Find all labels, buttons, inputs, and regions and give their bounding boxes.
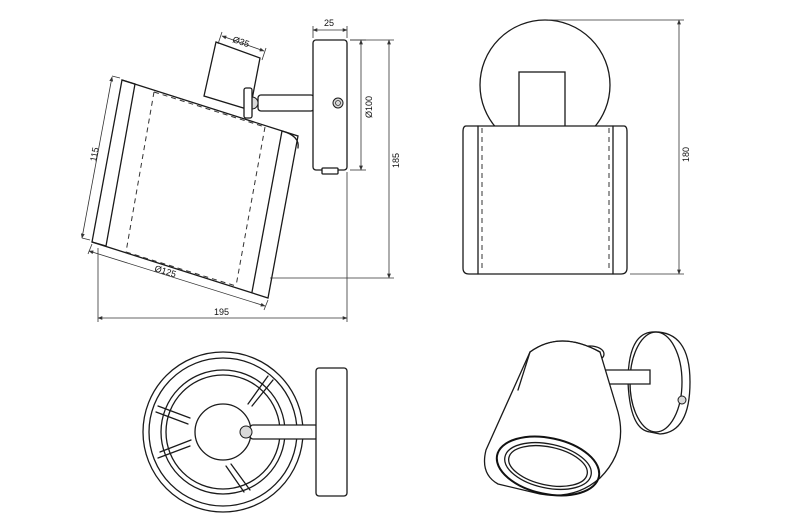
arm-side — [243, 87, 315, 119]
shade-side — [91, 79, 299, 299]
shade-spokes — [155, 375, 274, 493]
wall-plate-top — [315, 367, 348, 497]
label-total-height: 185 — [391, 153, 401, 168]
shade-front — [462, 125, 628, 275]
dim-front-height: 180 — [548, 19, 691, 275]
label-front-height: 180 — [681, 147, 691, 162]
front-view: 180 — [462, 19, 691, 275]
top-view — [142, 351, 348, 513]
label-plate-depth: 25 — [324, 18, 334, 28]
dim-plate-diameter: Ø100 — [350, 39, 374, 171]
label-shade-height: 115 — [88, 146, 101, 162]
side-view: Ø35 25 115 Ø100 185 — [80, 18, 401, 322]
dim-total-height: 185 — [270, 39, 401, 279]
label-total-depth: 195 — [214, 307, 229, 317]
dim-total-depth: 195 — [97, 172, 348, 322]
dim-plate-depth: 25 — [312, 18, 348, 38]
perspective-view — [483, 331, 691, 497]
label-plate-diameter: Ø100 — [364, 96, 374, 118]
shade-3d — [483, 340, 622, 497]
wall-plate-3d — [627, 331, 691, 435]
wall-plate-side — [312, 39, 348, 175]
dim-shade-height: 115 — [80, 75, 121, 241]
label-stem-diameter: Ø35 — [231, 34, 250, 49]
stem-front — [518, 71, 566, 129]
arm-top — [249, 424, 319, 440]
